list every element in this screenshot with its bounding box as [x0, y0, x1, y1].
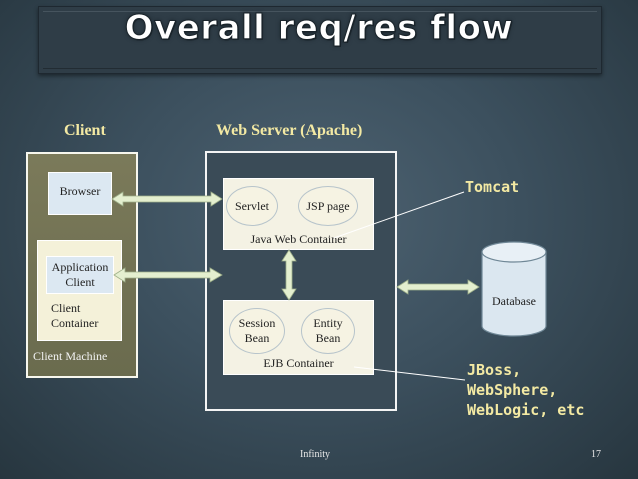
browser-label: Browser	[59, 184, 101, 198]
servlet-oval	[226, 186, 278, 226]
ejb-servers-pointer-line	[353, 366, 466, 381]
database-label: Database	[492, 294, 536, 308]
application-client-label-line1: Application	[51, 260, 109, 274]
client-container-label-line2: Container	[51, 316, 99, 330]
tomcat-note: Tomcat	[465, 178, 520, 196]
jsp-page-label: JSP page	[306, 199, 350, 213]
client-container-label-line1: Client	[51, 301, 81, 315]
title-bar-frame	[43, 11, 597, 69]
server-database-arrow	[396, 279, 480, 295]
session-bean-oval	[229, 308, 285, 354]
application-client-box	[46, 256, 114, 294]
title-bar	[38, 6, 602, 74]
appclient-ejb-arrow	[113, 267, 223, 283]
web-ejb-vertical-arrow	[281, 249, 297, 301]
tomcat-pointer-line	[333, 191, 465, 239]
database-icon	[481, 241, 547, 337]
session-bean-label-line2: Bean	[244, 331, 270, 345]
footer-text: Infinity	[300, 449, 330, 460]
session-bean-label-line1: Session	[238, 316, 276, 330]
ejb-container-label: EJB Container	[263, 356, 334, 370]
slide-title: Overall req/res flow	[124, 8, 514, 49]
ejb-servers-note: JBoss, WebSphere, WebLogic, etc	[467, 361, 585, 419]
browser-box	[48, 172, 112, 215]
entity-bean-label-line1: Entity	[313, 316, 343, 330]
client-machine-label: Client Machine	[33, 349, 108, 363]
page-number: 17	[591, 449, 601, 460]
client-heading: Client	[64, 122, 106, 139]
entity-bean-label-line2: Bean	[315, 331, 341, 345]
web-server-heading: Web Server (Apache)	[216, 122, 363, 139]
application-client-label-line2: Client	[65, 275, 95, 289]
entity-bean-oval	[301, 308, 355, 354]
java-web-container-label: Java Web Container	[250, 232, 347, 246]
servlet-label: Servlet	[235, 199, 269, 213]
browser-web-arrow	[111, 191, 223, 207]
jsp-page-oval	[298, 186, 358, 226]
